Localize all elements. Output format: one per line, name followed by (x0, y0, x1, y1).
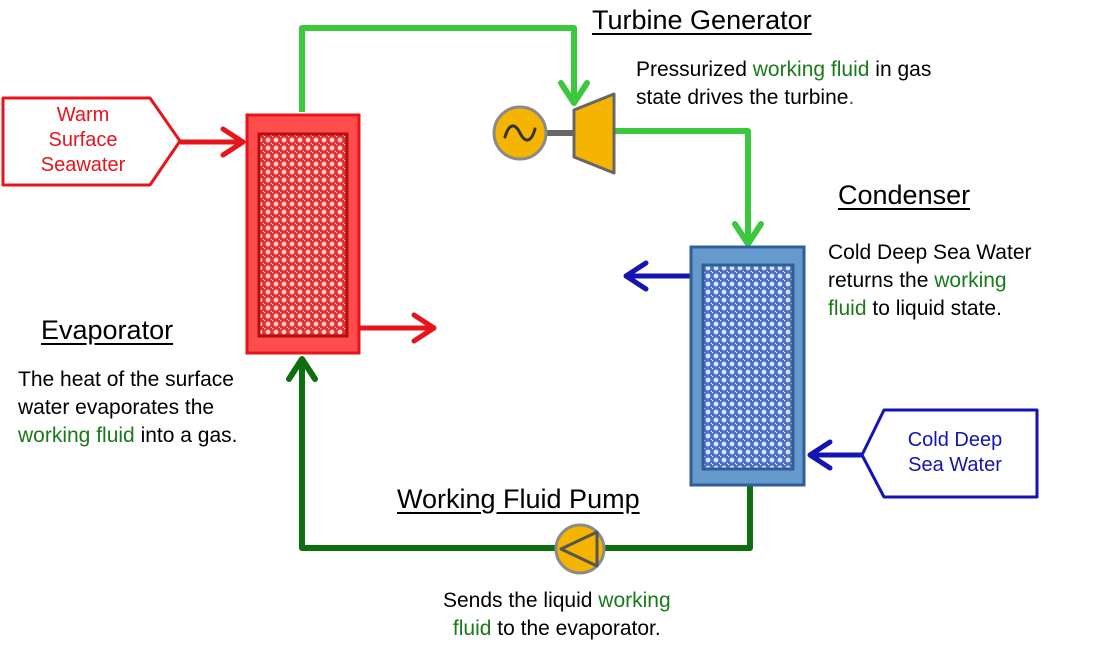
cold-out-arrowhead (623, 260, 649, 292)
description-text: in gas (869, 58, 932, 81)
description-text: into a gas. (134, 424, 238, 447)
turbine-generator-title: Turbine Generator (592, 5, 812, 35)
working-fluid-text: fluid (828, 297, 867, 320)
warm-label-line: Seawater (40, 154, 126, 176)
description-text: to liquid state. (866, 297, 1002, 320)
working-fluid-text: working (934, 269, 1007, 292)
working-fluid-text: working fluid (18, 424, 135, 447)
gas-arrowhead-turbine (558, 80, 590, 106)
evaporator-title: Evaporator (41, 315, 174, 345)
pump-description: Sends the liquid working fluid to the eva… (443, 587, 671, 643)
evaporator (245, 113, 361, 355)
gas-line-to-condenser (614, 128, 751, 244)
condenser (689, 245, 806, 487)
warm-seawater-input-shape (1, 96, 182, 187)
description-text: water evaporates the (18, 396, 215, 419)
turbine-icon (572, 92, 616, 175)
gas-line-to-turbine (299, 25, 577, 112)
description-text: Sends the liquid (443, 589, 599, 612)
liquid-line (299, 360, 753, 551)
working-fluid-text: fluid (452, 617, 492, 640)
warm-in-arrowhead (220, 126, 246, 158)
cold-seawater-input-shape (860, 408, 1039, 499)
warm-label-line: Warm (56, 104, 110, 126)
liquid-arrowhead-evaporator (286, 356, 318, 382)
description-text: state drives the turbine (636, 86, 849, 109)
description-text: Cold Deep Sea Water (828, 241, 1032, 264)
working-fluid-pump (554, 523, 606, 575)
warm-label-line: Surface (48, 129, 118, 151)
description-text: The heat of the surface (18, 368, 234, 391)
condenser-description: Cold Deep Sea Water returns the working fl… (828, 239, 1032, 323)
gas-arrowhead-condenser (732, 221, 764, 247)
cold-label-line: Sea Water (908, 454, 1002, 476)
warm-out-arrowhead (411, 312, 437, 344)
turbine-generator (492, 92, 616, 175)
pump-triangle-icon (559, 530, 599, 568)
working-fluid-text: . (848, 86, 855, 109)
working-fluid-text: working fluid (752, 58, 870, 81)
working-fluid-pump-title: Working Fluid Pump (397, 484, 640, 514)
sine-wave-icon (503, 124, 537, 142)
warm-seawater-label: Warm Surface Seawater (16, 103, 150, 178)
description-text: Pressurized (636, 58, 753, 81)
description-text: returns the (828, 269, 935, 292)
evaporator-description: The heat of the surface water evaporates … (18, 366, 237, 450)
cold-label-line: Cold Deep (907, 429, 1003, 451)
description-text: to the evaporator. (491, 617, 661, 640)
turbine-description: Pressurized working fluid in gas state dr… (636, 56, 931, 112)
cold-in-arrowhead (807, 439, 833, 471)
condenser-title: Condenser (838, 180, 971, 210)
cold-seawater-label: Cold Deep Sea Water (886, 428, 1024, 478)
working-fluid-text: working (598, 589, 671, 612)
